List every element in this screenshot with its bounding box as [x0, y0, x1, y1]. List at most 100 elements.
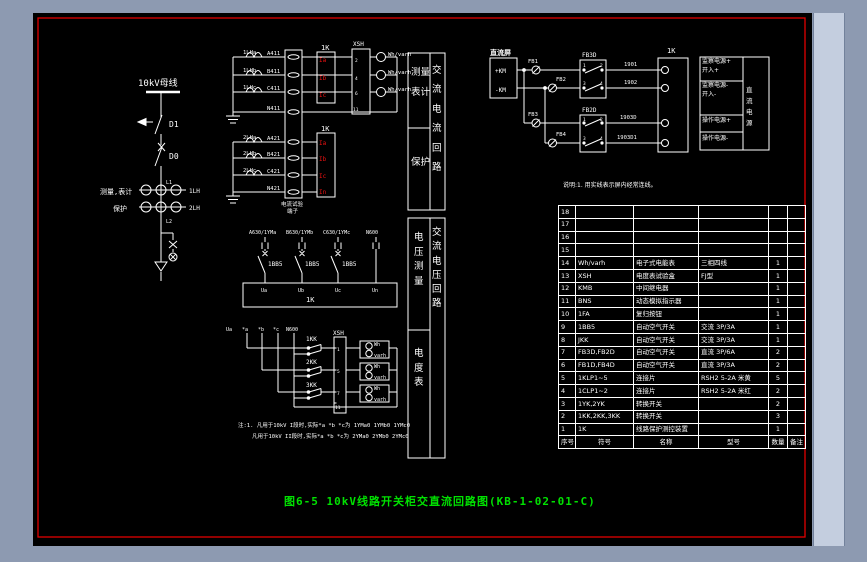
table-cell-name: 转换开关 — [633, 396, 699, 411]
label-ac-voltage-loop: 交流电压回路 — [432, 227, 442, 310]
table-cell-sym: 1BB5 — [575, 320, 634, 334]
table-cell-sym: 1KLP1~5 — [575, 371, 634, 386]
table-cell-model — [698, 422, 769, 437]
table-cell-no: 12 — [558, 281, 576, 296]
table-cell-model: 三相四线 — [698, 256, 769, 270]
table-cell-qty: 2 — [768, 396, 788, 411]
table-cell-qty: 1 — [768, 422, 788, 437]
table-cell-sym — [575, 230, 634, 245]
drawing-note: 说明:1. 用实线表示屏内经常连线。 — [563, 182, 657, 189]
table-cell-qty: 1 — [768, 294, 788, 309]
table-cell-qty — [768, 217, 788, 232]
dc-row3-label: 操作电源+ — [702, 117, 732, 124]
label-protection: 保护 — [411, 157, 431, 168]
table-cell-sym: 1FA — [575, 307, 634, 322]
table-cell-qty: 1 — [768, 256, 788, 270]
table-cell-name: 连接片 — [633, 384, 699, 398]
table-header-cell: 序号 — [558, 435, 576, 450]
table-cell-qty: 1 — [768, 332, 788, 347]
table-header-row: 序号符号名称型号数量备注 — [558, 435, 806, 450]
table-cell-name: 转换开关 — [633, 409, 699, 424]
table-cell-note — [787, 217, 806, 232]
table-cell-name: 自动空气开关 — [633, 345, 699, 360]
table-cell-name: 线路保护测控装置 — [633, 422, 699, 437]
table-header-cell: 名称 — [633, 435, 699, 450]
label-ac-current-loop: 交流电流回路 — [432, 65, 442, 174]
table-cell-qty — [768, 230, 788, 245]
table-cell-no: 6 — [558, 358, 576, 373]
table-cell-sym: JKK — [575, 332, 634, 347]
table-cell-no: 17 — [558, 217, 576, 232]
label-voltage-measure: 电压测量 — [414, 232, 424, 288]
table-cell-model: FJ型 — [698, 268, 769, 283]
table-cell-qty: 3 — [768, 409, 788, 424]
label-dc-power: 直流电源 — [746, 86, 753, 128]
table-cell-qty: 2 — [768, 345, 788, 360]
table-row: 16 — [558, 230, 806, 245]
dc-row1-line1: 监察电源+ — [702, 58, 732, 65]
scrollbar-vertical[interactable] — [813, 13, 845, 546]
table-cell-name: 自动空气开关 — [633, 332, 699, 347]
table-cell-model: 交流 3P/3A — [698, 332, 769, 347]
table-cell-no: 4 — [558, 384, 576, 398]
table-cell-sym: Wh/varh — [575, 256, 634, 270]
table-cell-no: 13 — [558, 268, 576, 283]
table-cell-qty: 5 — [768, 371, 788, 386]
table-cell-no: 5 — [558, 371, 576, 386]
table-cell-no: 1 — [558, 422, 576, 437]
table-cell-qty: 2 — [768, 384, 788, 398]
table-cell-note — [787, 422, 806, 437]
table-cell-name — [633, 205, 699, 219]
label-metering: 表计 — [411, 87, 431, 98]
table-cell-qty — [768, 205, 788, 219]
table-cell-note — [787, 230, 806, 245]
table-cell-note — [787, 332, 806, 347]
table-header-cell: 数量 — [768, 435, 788, 450]
table-cell-model — [698, 281, 769, 296]
table-cell-note — [787, 358, 806, 373]
table-header-cell: 型号 — [698, 435, 769, 450]
table-cell-sym — [575, 217, 634, 232]
table-cell-no: 9 — [558, 320, 576, 334]
table-cell-model — [698, 294, 769, 309]
table-cell-name: 自动空气开关 — [633, 320, 699, 334]
table-cell-name — [633, 217, 699, 232]
table-cell-note — [787, 396, 806, 411]
table-cell-sym: FB3D,FB2D — [575, 345, 634, 360]
table-cell-note — [787, 371, 806, 386]
table-cell-no: 15 — [558, 243, 576, 258]
table-cell-note — [787, 205, 806, 219]
table-cell-no: 16 — [558, 230, 576, 245]
table-cell-qty: 2 — [768, 358, 788, 373]
table-cell-name: 电度表试验盒 — [633, 268, 699, 283]
table-cell-model: 交流 3P/3A — [698, 320, 769, 334]
table-cell-note — [787, 320, 806, 334]
table-cell-sym: BNS — [575, 294, 634, 309]
table-cell-model: RSH2 5-2A 米红 — [698, 384, 769, 398]
table-cell-note — [787, 409, 806, 424]
table-cell-model — [698, 205, 769, 219]
table-cell-qty: 1 — [768, 320, 788, 334]
table-cell-model: 直流 3P/6A — [698, 345, 769, 360]
table-cell-model — [698, 243, 769, 258]
table-cell-model: RSH2 5-2A 米黄 — [698, 371, 769, 386]
table-cell-name: 复归按钮 — [633, 307, 699, 322]
dc-row2-line2: 开入- — [702, 91, 717, 98]
table-cell-sym: 1KK,2KK,3KK — [575, 409, 634, 424]
dc-row1-line2: 开入+ — [702, 67, 720, 74]
table-header-cell: 符号 — [575, 435, 634, 450]
table-cell-model — [698, 230, 769, 245]
table-cell-note — [787, 384, 806, 398]
table-cell-sym — [575, 205, 634, 219]
table-cell-sym — [575, 243, 634, 258]
